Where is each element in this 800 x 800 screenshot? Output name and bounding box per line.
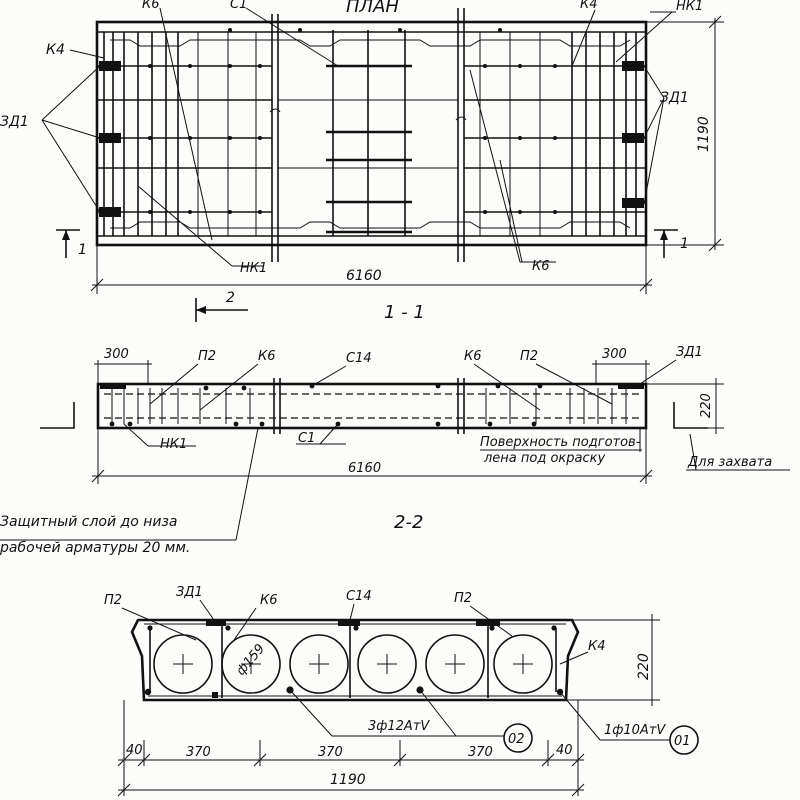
- section-2-2-p2-left: П2: [104, 593, 122, 608]
- section-1-1-c14: С14: [346, 351, 372, 366]
- rebar-dots: [148, 28, 557, 214]
- left-cage: [103, 32, 257, 236]
- embedded-plates: [99, 61, 644, 217]
- section-2-2-zd1: ЗД1: [176, 585, 203, 600]
- section-1-1-stirrups: [111, 388, 627, 424]
- plan-title: ПЛАН: [346, 0, 399, 17]
- plan-left-zd1: ЗД1: [0, 114, 29, 130]
- grip-left: [40, 402, 75, 429]
- section-2-2-rebar-main: 3ф12АтⅤ: [368, 719, 430, 734]
- section-1-1-surface-1: Поверхность подготов-: [480, 435, 641, 450]
- cut-marker-1-left: 1: [56, 229, 87, 258]
- section-1-1-zd1: ЗД1: [676, 345, 703, 360]
- hollow-core: [221, 634, 281, 694]
- cover-note: Защитный слой до низа рабочей арматуры 2…: [0, 427, 259, 556]
- hollow-core: [357, 634, 417, 694]
- hollow-core: [153, 634, 213, 694]
- section-1-1-surface-2: лена под окраску: [483, 451, 606, 466]
- plan-length-dim: 6160: [346, 268, 382, 284]
- section-1-1-plate-right: [618, 383, 644, 389]
- section-2-2-rebar-edge-pos: 01: [674, 734, 691, 749]
- plan-left-k4: К4: [46, 42, 65, 58]
- plan-height-dim: 1190: [696, 116, 712, 152]
- plan-view: ПЛАН: [0, 0, 724, 322]
- section-1-1-title: 1 - 1: [384, 302, 425, 323]
- section-1-1-nk1: НК1: [160, 437, 187, 452]
- right-cage: [479, 32, 637, 236]
- section-2-2-p2-right: П2: [454, 591, 472, 606]
- width-dimension-chain: 40 370 370 370 40: [117, 700, 585, 767]
- section-1-1-dim-left: 300: [104, 347, 129, 362]
- plan-bottom-k6: К6: [532, 259, 550, 274]
- section-1-1-plate-left: [100, 383, 126, 389]
- plan-right-zd1: ЗД1: [660, 90, 689, 106]
- section-1-1-outline: [96, 382, 648, 430]
- note-line-2: рабочей арматуры 20 мм.: [0, 540, 190, 556]
- section-1-1-k6-right: К6: [464, 349, 482, 364]
- section-1-1-dots: [109, 383, 543, 427]
- hollow-core: [289, 634, 349, 694]
- dim-edge-right: 40: [556, 743, 573, 758]
- cut-marker-1-right: 1: [654, 229, 689, 258]
- section-2-2: 2-2 П2 ЗД1 К6 С14 П: [104, 512, 699, 797]
- section-1-1-dim-right: 300: [602, 347, 627, 362]
- svg-text:1: 1: [78, 242, 87, 258]
- cut-marker-2: 2: [195, 290, 248, 322]
- section-1-1-c1: С1: [298, 431, 315, 446]
- section-2-2-rebar-main-pos: 02: [508, 732, 525, 747]
- section-2-2-height: 220: [636, 653, 652, 680]
- section-2-2-k4: К4: [588, 639, 606, 654]
- hollow-core: [425, 634, 485, 694]
- section-2-2-k6: К6: [260, 593, 278, 608]
- mid-mesh: [326, 30, 412, 236]
- longitudinal-bars: [97, 65, 646, 213]
- plan-mark-nk1-top: НК1: [676, 0, 703, 14]
- section-1-1-length: 6160: [348, 461, 381, 476]
- dim-span-2: 370: [318, 745, 343, 760]
- plan-mark-c1-top: С1: [230, 0, 247, 12]
- section-1-1-k6-left: К6: [258, 349, 276, 364]
- section-2-2-rebar-edge: 1ф10АтⅤ: [604, 723, 666, 738]
- plan-bottom-nk1: НК1: [240, 261, 267, 276]
- hollow-core: [493, 634, 553, 694]
- section-2-2-c14: С14: [346, 589, 372, 604]
- section-1-1-height: 220: [699, 393, 714, 418]
- svg-text:1: 1: [680, 236, 689, 252]
- section-1-1-p2-left: П2: [198, 349, 216, 364]
- section-2-2-total: 1190: [330, 772, 366, 788]
- section-1-1: 1 - 1: [40, 302, 790, 484]
- section-1-1-grip: Для захвата: [687, 455, 772, 470]
- dim-span-3: 370: [468, 745, 493, 760]
- dim-span-1: 370: [186, 745, 211, 760]
- note-line-1: Защитный слой до низа: [0, 514, 177, 530]
- plan-mark-k6-top: К6: [142, 0, 160, 12]
- section-1-1-p2-right: П2: [520, 349, 538, 364]
- dim-edge-left: 40: [126, 743, 143, 758]
- svg-text:2: 2: [226, 290, 235, 306]
- plan-mark-k4-top: К4: [580, 0, 598, 12]
- hollow-cores: [153, 634, 553, 694]
- section-2-2-title: 2-2: [394, 512, 423, 533]
